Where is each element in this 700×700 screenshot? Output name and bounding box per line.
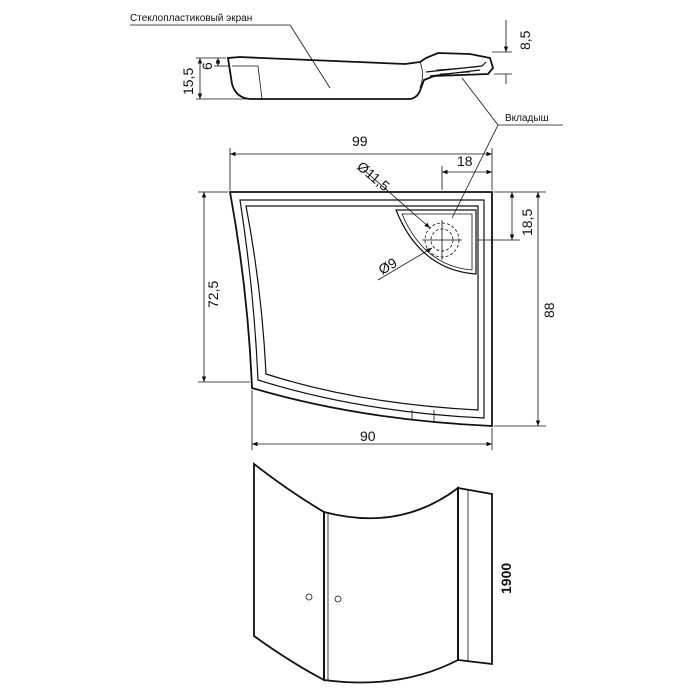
dim-width-top: 99 [352,133,368,149]
front-view: 1900 [253,462,514,684]
dim-side-rim: 6 [199,62,215,70]
handle-right [334,595,342,603]
dim-drain-large: Ø11,5 [354,158,393,194]
insert-callout: Вкладыш [451,77,563,219]
tray-side-profile [226,52,495,100]
dim-left-depth: 72,5 [205,281,221,308]
dim-insert-width: 18 [457,153,473,169]
dim-bottom-width: 90 [360,428,376,444]
dim-side-height: 15,5 [180,68,196,95]
door-left [253,462,325,682]
tray-basin [245,205,479,411]
side-view: 15,5 6 8,5 Стеклопластиковый экран [130,13,533,100]
handle-left [305,593,313,601]
insert-sector [395,209,477,275]
dim-total-depth: 88 [541,302,557,318]
door-right [323,486,459,684]
dim-cabin-height: 1900 [498,563,514,594]
label-insert: Вкладыш [505,113,549,124]
label-screen: Стеклопластиковый экран [130,13,252,24]
side-panel [457,486,493,666]
tray-side-inner [232,65,263,100]
top-view: 99 18 Ø11,5 Ø9 18,5 88 72,5 90 [198,133,557,450]
dim-drain-small: Ø9 [376,254,400,277]
dim-side-insert: 8,5 [517,30,533,50]
tray-outline [228,191,493,427]
dim-insert-depth: 18,5 [519,209,535,236]
